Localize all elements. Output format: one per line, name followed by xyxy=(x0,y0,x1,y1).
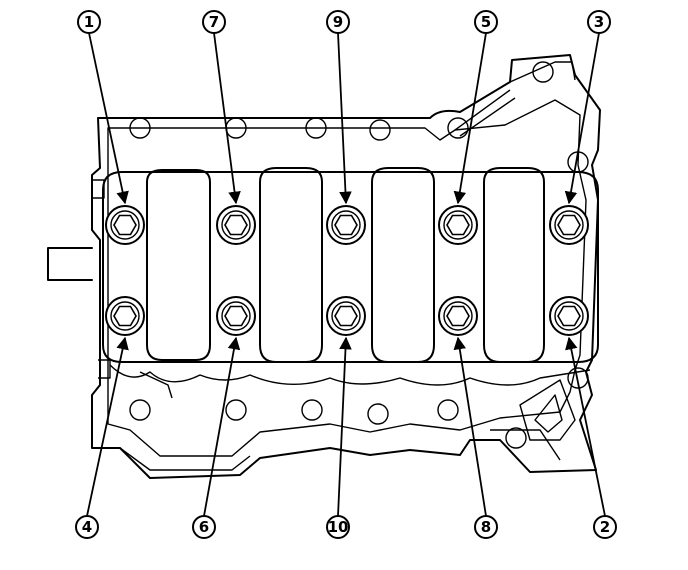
arrow-layer xyxy=(86,32,606,517)
bolt-number-label: 8 xyxy=(481,518,491,536)
bolt-number-label: 4 xyxy=(82,518,92,536)
hex-bolt-icon xyxy=(438,205,478,245)
bolt-number-label: 5 xyxy=(481,13,491,31)
arrow-icon xyxy=(565,336,606,517)
bolt-number-label: 9 xyxy=(333,13,343,31)
bolt-layer xyxy=(105,205,589,336)
bolt-number-callout: 2 xyxy=(593,515,617,539)
bolt-number-callout: 1 xyxy=(77,10,101,34)
arrow-icon xyxy=(88,32,129,205)
block-bolt-holes xyxy=(129,61,589,449)
arrow-icon xyxy=(337,32,352,205)
bolt-number-callout: 4 xyxy=(75,515,99,539)
hex-bolt-icon xyxy=(438,296,478,336)
bolt-number-label: 10 xyxy=(328,518,349,536)
hex-bolt-icon xyxy=(326,296,366,336)
bolt-number-callout: 9 xyxy=(326,10,350,34)
arrow-icon xyxy=(337,336,352,517)
bolt-number-label: 3 xyxy=(594,13,604,31)
arrow-icon xyxy=(203,336,241,517)
bolt-number-label: 2 xyxy=(600,518,610,536)
bolt-number-label: 7 xyxy=(209,13,219,31)
bolt-number-callout: 5 xyxy=(474,10,498,34)
callout-layer: 1 7 9 5 3 4 6 10 8 2 xyxy=(75,10,617,539)
bolt-number-callout: 8 xyxy=(474,515,498,539)
bolt-number-callout: 7 xyxy=(202,10,226,34)
bolt-number-callout: 10 xyxy=(326,515,350,539)
hex-bolt-icon xyxy=(216,296,256,336)
bolt-number-label: 1 xyxy=(84,13,94,31)
hex-bolt-icon xyxy=(326,205,366,245)
arrow-icon xyxy=(453,336,487,517)
bolt-number-callout: 6 xyxy=(192,515,216,539)
bearing-cap-frame xyxy=(102,167,599,399)
hex-bolt-icon xyxy=(216,205,256,245)
arrow-icon xyxy=(453,32,487,205)
bolt-number-callout: 3 xyxy=(587,10,611,34)
bolt-number-label: 6 xyxy=(199,518,209,536)
arrow-icon xyxy=(86,336,129,517)
hex-bolt-icon xyxy=(105,296,145,336)
hex-bolt-icon xyxy=(549,205,589,245)
hex-bolt-icon xyxy=(549,296,589,336)
hex-bolt-icon xyxy=(105,205,145,245)
arrow-icon xyxy=(213,32,241,205)
arrow-icon xyxy=(564,32,600,205)
